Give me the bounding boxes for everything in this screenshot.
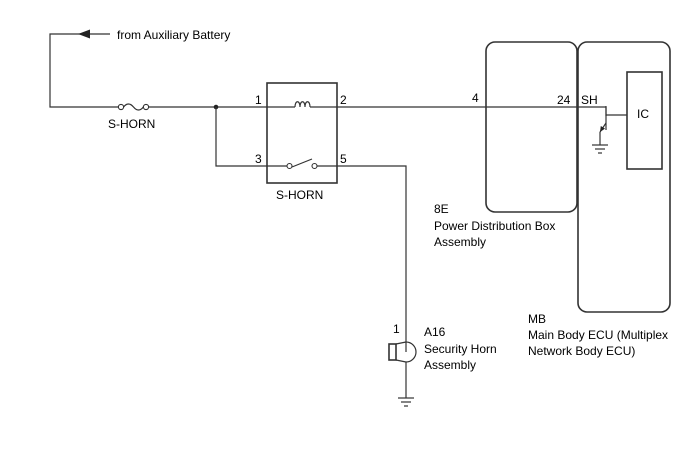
ecu-outline	[577, 41, 671, 313]
relay-pin-1: 1	[255, 93, 262, 107]
relay-label: S-HORN	[276, 188, 323, 202]
ecu-code: MB	[528, 312, 546, 326]
arrow-icon	[78, 29, 90, 39]
fuse: S-HORN	[108, 103, 155, 131]
power-box-outline	[485, 41, 578, 213]
power-box-name-1: Power Distribution Box	[434, 219, 555, 233]
horn-name-2: Assembly	[424, 358, 476, 372]
power-box-code: 8E	[434, 202, 449, 216]
ground-icon	[398, 397, 414, 407]
relay-coil-icon	[294, 101, 311, 108]
ic-label: IC	[637, 107, 649, 121]
power-distribution-box: 4 8E Power Distribution Box Assembly	[434, 41, 578, 249]
relay-switch-icon	[291, 158, 313, 168]
horn-icon	[405, 341, 417, 363]
power-box-name-2: Assembly	[434, 235, 486, 249]
horn-pin: 1	[393, 322, 400, 336]
power-box-pin: 4	[472, 91, 479, 105]
fuse-label: S-HORN	[108, 117, 155, 131]
ecu-signal: SH	[581, 93, 598, 107]
ic-box	[626, 71, 663, 170]
ecu-name-2: Network Body ECU)	[528, 344, 635, 358]
fuse-icon	[123, 103, 144, 111]
ecu-pin: 24	[557, 93, 571, 107]
relay-pin-3: 3	[255, 152, 262, 166]
wire-relay-horn	[337, 165, 407, 352]
wire-junction-pin3	[215, 107, 267, 167]
relay-pin-2: 2	[340, 93, 347, 107]
main-body-ecu: 24 SH IC MB Main Body ECU (Multiplex Net…	[528, 41, 671, 358]
relay-box	[266, 82, 338, 184]
source-label: from Auxiliary Battery	[117, 28, 230, 42]
relay: 1 2 3 5 S-HORN	[255, 82, 347, 202]
source-wire	[49, 33, 118, 108]
battery-source: from Auxiliary Battery	[49, 28, 230, 108]
relay-pin-5: 5	[340, 152, 347, 166]
security-horn: 1 A16 Security Horn Assembly	[388, 322, 497, 407]
horn-name-1: Security Horn	[424, 342, 497, 356]
transistor-icon	[592, 106, 627, 154]
ecu-name-1: Main Body ECU (Multiplex	[528, 328, 668, 342]
horn-code: A16	[424, 325, 446, 339]
